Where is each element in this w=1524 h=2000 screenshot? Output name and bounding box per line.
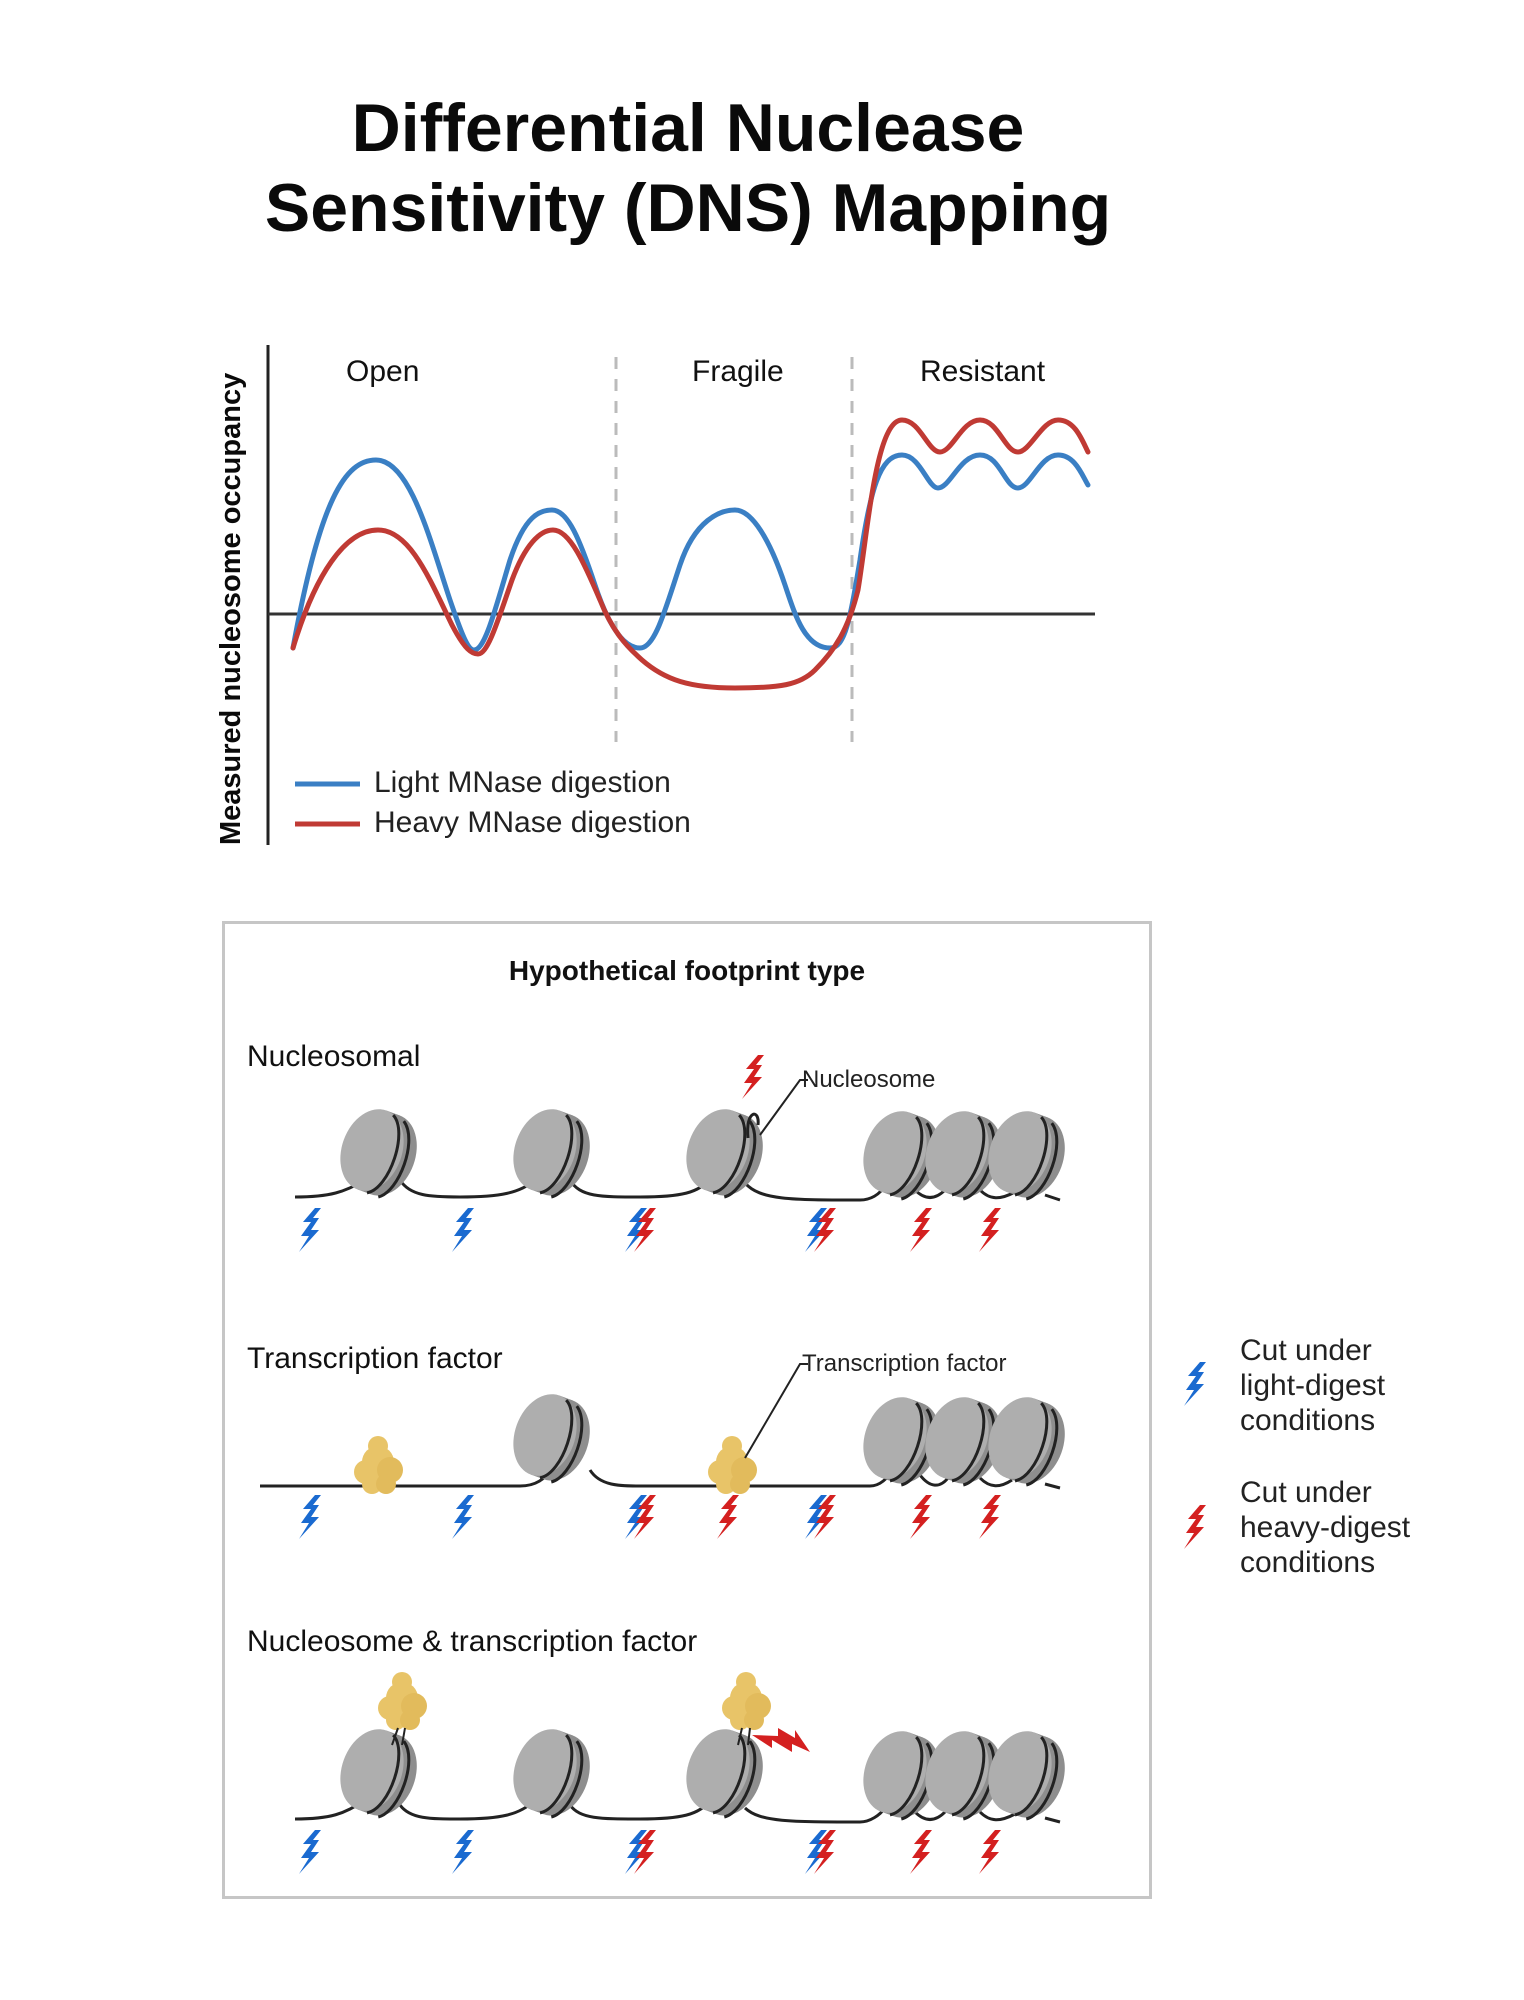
transcription-factor-icon	[722, 1672, 771, 1730]
callout-leader	[744, 1363, 808, 1459]
page-title-line-1: Differential Nuclease	[351, 90, 1025, 166]
region-label-open: Open	[346, 355, 420, 388]
dna-strand	[294, 1798, 1061, 1824]
dna-strand	[260, 1464, 1061, 1490]
blue-lightning-icon	[299, 1208, 321, 1252]
red-lightning-icon	[910, 1495, 932, 1539]
blue-lightning-icon	[452, 1495, 474, 1539]
red-lightning-icon	[979, 1830, 1001, 1874]
blue-lightning-icon	[452, 1208, 474, 1252]
red-lightning-icon	[742, 1055, 764, 1099]
red-lightning-icon	[979, 1208, 1001, 1252]
nucleosome-icon	[975, 1386, 1078, 1495]
nucleosome-icon	[500, 1718, 603, 1827]
key-red-lightning-icon	[1184, 1505, 1206, 1549]
row-label-nucleosomal: Nucleosomal	[247, 1040, 421, 1073]
key-blue-lightning-icon	[1184, 1362, 1206, 1406]
callout-nucleosome: Nucleosome	[802, 1066, 936, 1093]
red-lightning-icon	[979, 1495, 1001, 1539]
footprint-panel	[222, 921, 1152, 1899]
key-heavy-line-2: heavy-digest	[1240, 1511, 1411, 1544]
red-lightning-icon	[910, 1830, 932, 1874]
row-label-transcription-factor: Transcription factor	[247, 1342, 503, 1375]
blue-lightning-icon	[452, 1830, 474, 1874]
red-lightning-icon	[910, 1208, 932, 1252]
blue-lightning-icon	[299, 1495, 321, 1539]
red-lightning-icon	[717, 1495, 739, 1539]
callout-leader	[759, 1079, 808, 1136]
row-transcription-factor	[260, 1363, 1078, 1539]
nucleosome-icon	[975, 1100, 1078, 1209]
light-digestion-line	[290, 452, 1091, 653]
row-nucleosomal	[294, 1055, 1078, 1252]
dna-strand	[294, 1177, 1061, 1202]
transcription-factor-icon	[378, 1672, 427, 1730]
legend-label-light: Light MNase digestion	[374, 766, 671, 799]
key-light-digest: Cut under light-digest conditions	[1240, 1333, 1385, 1438]
panel-title: Hypothetical footprint type	[508, 955, 866, 986]
red-lightning-icon	[752, 1728, 810, 1752]
page-title-line-2: Sensitivity (DNS) Mapping	[264, 170, 1112, 246]
heavy-digestion-line	[290, 417, 1091, 691]
row-nucleosome-and-tf	[294, 1672, 1078, 1874]
region-label-resistant: Resistant	[920, 355, 1046, 388]
key-light-line-3: conditions	[1240, 1404, 1376, 1437]
key-heavy-digest: Cut under heavy-digest conditions	[1240, 1475, 1410, 1580]
key-heavy-line-1: Cut under	[1240, 1476, 1372, 1509]
nucleosome-icon	[500, 1383, 603, 1492]
region-label-fragile: Fragile	[692, 355, 784, 388]
key-light-line-2: light-digest	[1240, 1369, 1386, 1402]
legend-label-heavy: Heavy MNase digestion	[374, 806, 691, 839]
key-heavy-line-3: conditions	[1240, 1546, 1376, 1579]
nucleosome-icon	[673, 1098, 776, 1207]
key-light-line-1: Cut under	[1240, 1334, 1372, 1367]
row-label-nucleosome-and-tf: Nucleosome & transcription factor	[247, 1625, 698, 1658]
nucleosome-icon	[327, 1718, 430, 1827]
callout-transcription-factor: Transcription factor	[802, 1350, 1007, 1377]
blue-lightning-icon	[299, 1830, 321, 1874]
nucleosome-icon	[975, 1720, 1078, 1829]
